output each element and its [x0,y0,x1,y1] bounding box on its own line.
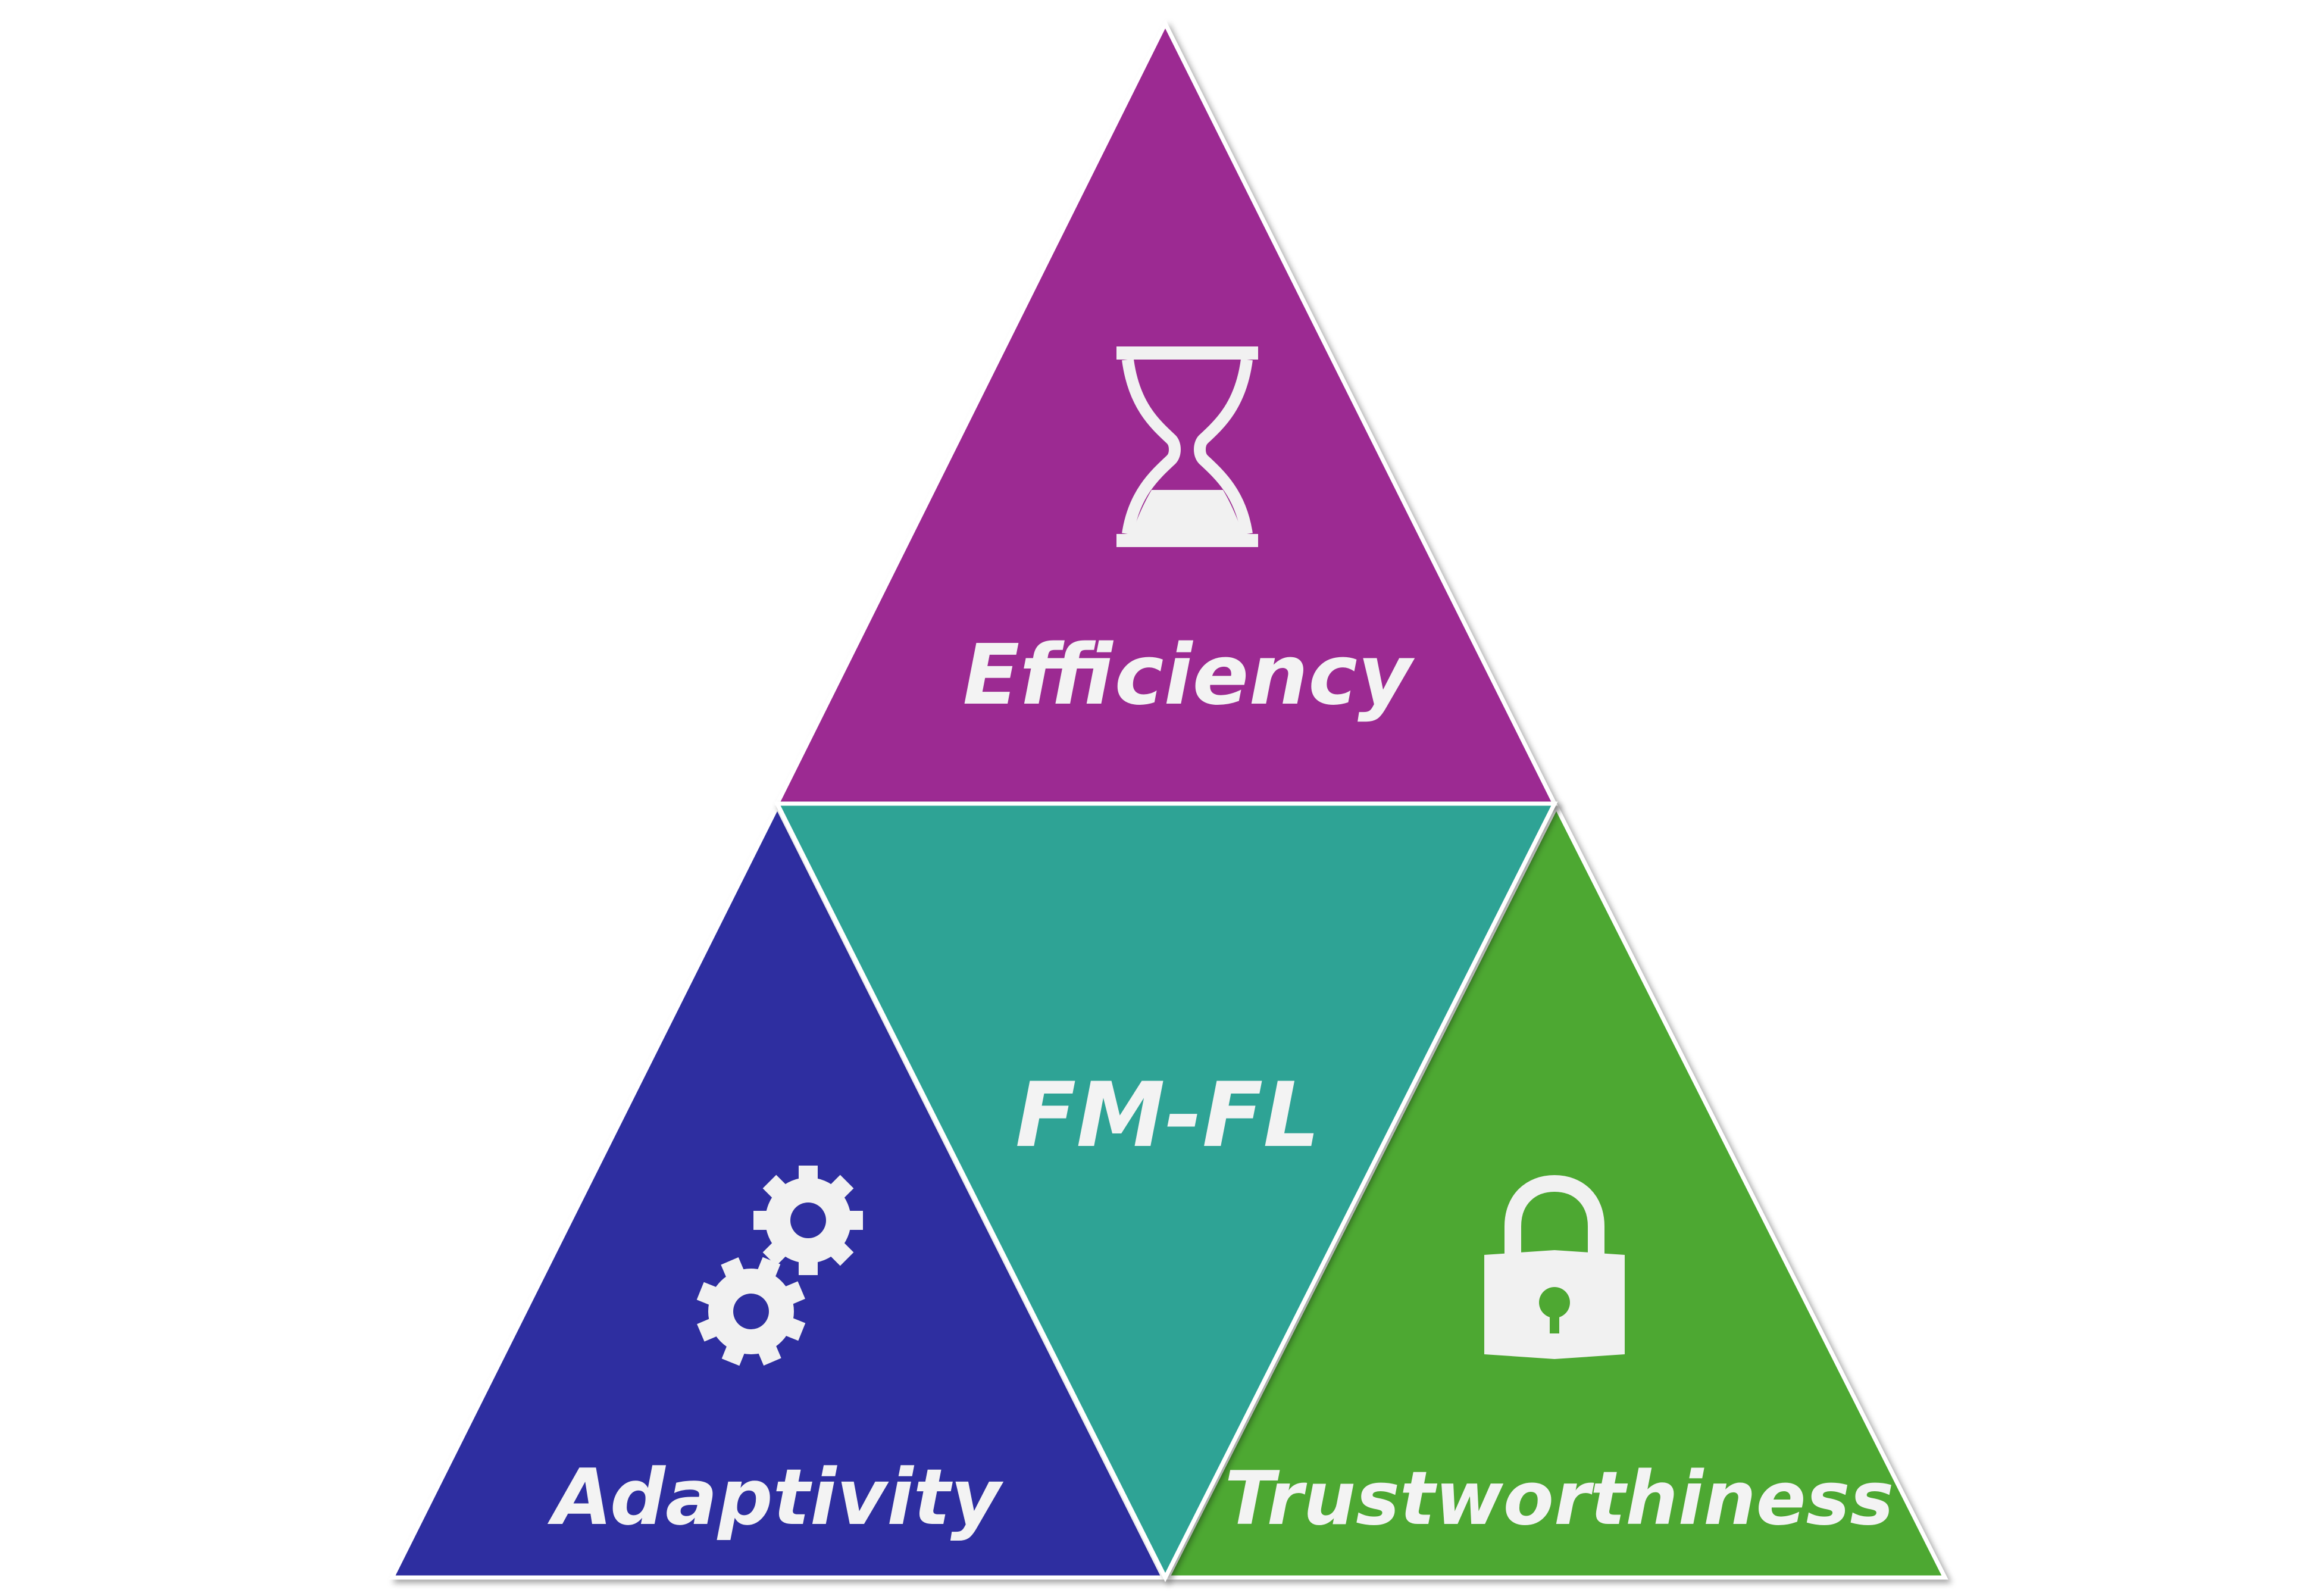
efficiency-label: Efficiency [963,627,1415,724]
center-triangle [774,801,1558,1582]
trustworthiness-label: Trustworthiness [1225,1456,1894,1542]
hourglass-icon [1116,346,1258,547]
gears-icon [696,1166,863,1366]
trustworthiness-triangle [1164,802,1948,1580]
center-label: FM-FL [1015,1064,1320,1167]
adaptivity-label: Adaptivity [547,1452,1004,1542]
padlock-icon [1484,1175,1625,1359]
